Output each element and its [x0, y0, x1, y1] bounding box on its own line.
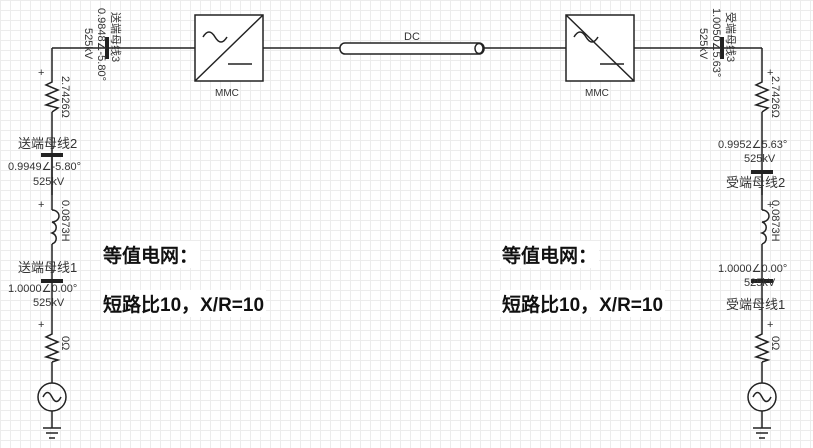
left-resistor-bottom[interactable]: [43, 330, 61, 363]
right-mmc-converter[interactable]: [565, 14, 635, 82]
left-ac-source[interactable]: [37, 382, 67, 412]
left-equivalent-desc: 短路比10，X/R=10: [101, 290, 267, 317]
right-bus3-name: 受端母线3: [724, 12, 738, 62]
left-bus2-base: 525kV: [33, 176, 65, 188]
right-bus3-voltage: 1.0050∠5.63°: [710, 8, 722, 77]
left-resistor-top[interactable]: [43, 78, 60, 113]
right-bus3-base: 525kV: [697, 28, 709, 60]
right-inductor[interactable]: [759, 209, 770, 245]
right-inductor-label: 0.0873H: [769, 200, 781, 242]
left-ground-icon: [43, 427, 61, 439]
left-resistor-bottom-label: 0Ω: [59, 336, 71, 350]
left-inductor-label: 0.0873H: [59, 200, 71, 242]
left-plus-1: +: [38, 67, 44, 79]
left-bus1-name: 送端母线1: [18, 260, 77, 275]
left-mmc-label: MMC: [215, 88, 239, 99]
right-equivalent-title: 等值电网：: [500, 241, 600, 268]
right-resistor-top-label: 2.7426Ω: [769, 76, 781, 118]
left-bus2-voltage: 0.9949∠-5.80°: [8, 161, 81, 173]
left-bus2-name: 送端母线2: [18, 136, 77, 151]
right-mmc-label: MMC: [585, 88, 609, 99]
left-resistor-top-label: 2.7426Ω: [59, 76, 71, 118]
right-bus1-base: 525kV: [744, 277, 776, 289]
right-plus-3: +: [767, 319, 773, 331]
left-mmc-converter[interactable]: [194, 14, 264, 82]
dc-cable[interactable]: [339, 42, 485, 55]
left-equivalent-title: 等值电网：: [101, 241, 201, 268]
right-plus-1: +: [767, 67, 773, 79]
left-bus3-base: 525kV: [82, 28, 94, 60]
right-equivalent-desc: 短路比10，X/R=10: [500, 290, 666, 317]
right-bus1-name: 受端母线1: [726, 297, 785, 312]
right-bus1-voltage: 1.0000∠0.00°: [718, 263, 787, 275]
left-bus3-voltage: 0.9848∠-5.80°: [95, 8, 107, 81]
left-inductor[interactable]: [49, 209, 60, 245]
right-plus-2: +: [767, 199, 773, 211]
right-bus2-name: 受端母线2: [726, 175, 785, 190]
dc-label: DC: [404, 31, 420, 43]
right-bus2-voltage: 0.9952∠5.63°: [718, 139, 787, 151]
left-bus3-name: 送端母线3: [109, 12, 123, 62]
right-resistor-top[interactable]: [753, 78, 770, 113]
right-ground-icon: [753, 427, 771, 439]
right-bus2-base: 525kV: [744, 153, 776, 165]
left-plus-3: +: [38, 319, 44, 331]
left-plus-2: +: [38, 199, 44, 211]
left-bus1-voltage: 1.0000∠0.00°: [8, 283, 77, 295]
left-bus1-base: 525kV: [33, 297, 65, 309]
right-resistor-bottom-label: 0Ω: [769, 336, 781, 350]
right-ac-source[interactable]: [747, 382, 777, 412]
right-resistor-bottom[interactable]: [753, 330, 771, 363]
